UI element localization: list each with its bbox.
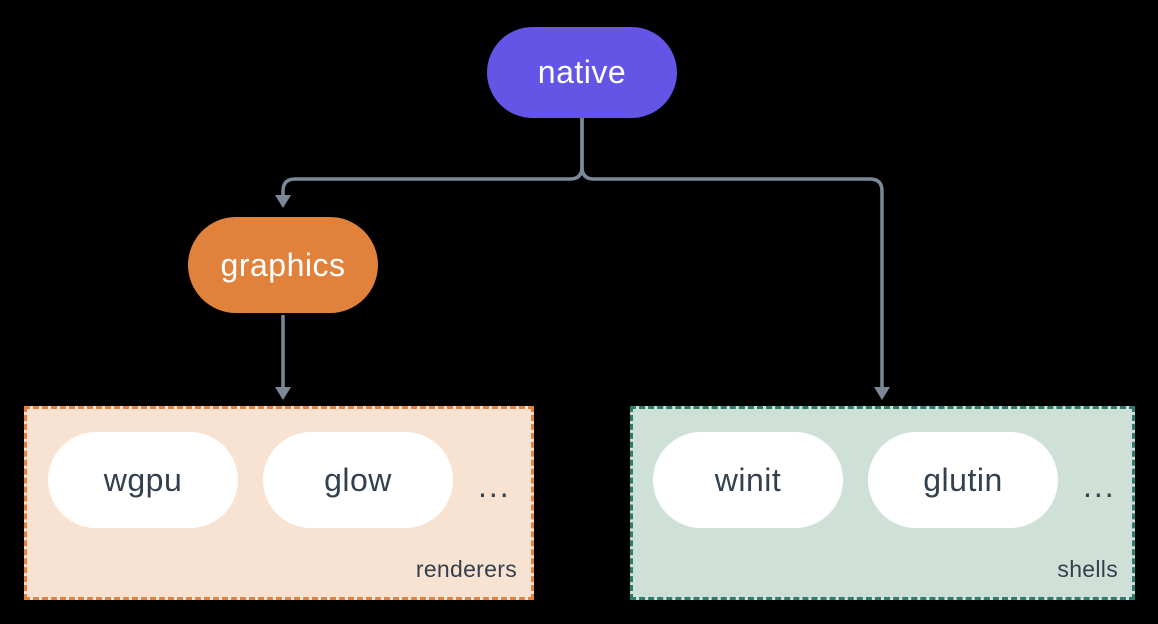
- ellipsis-more-renderers: ...: [478, 467, 511, 504]
- edge-native-graphics: [281, 117, 584, 196]
- group-label-renderers: renderers: [415, 556, 517, 582]
- edge-native-shells: [580, 117, 884, 388]
- node-graphics: graphics: [188, 217, 378, 313]
- node-native: native: [487, 27, 677, 118]
- node-glow: glow: [263, 432, 453, 528]
- arrowhead-renderers: [275, 387, 291, 400]
- node-graphics-label: graphics: [220, 246, 346, 283]
- ellipsis-more-shells: ...: [1083, 467, 1116, 504]
- node-native-label: native: [537, 54, 627, 90]
- shells-pill-row: winit glutin ...: [653, 432, 1116, 528]
- group-shells: winit glutin ... shells: [630, 406, 1135, 600]
- node-wgpu: wgpu: [48, 432, 238, 528]
- arrowhead-graphics: [275, 195, 291, 208]
- renderers-pill-row: wgpu glow ...: [48, 432, 511, 528]
- arrowhead-shells: [874, 387, 890, 400]
- node-glow-label: glow: [324, 461, 392, 498]
- group-renderers: wgpu glow ... renderers: [24, 406, 534, 600]
- node-glutin-label: glutin: [923, 461, 1003, 498]
- node-winit: winit: [653, 432, 843, 528]
- node-glutin: glutin: [868, 432, 1058, 528]
- node-wgpu-label: wgpu: [103, 461, 183, 498]
- group-label-shells: shells: [1057, 556, 1118, 582]
- node-winit-label: winit: [714, 461, 782, 498]
